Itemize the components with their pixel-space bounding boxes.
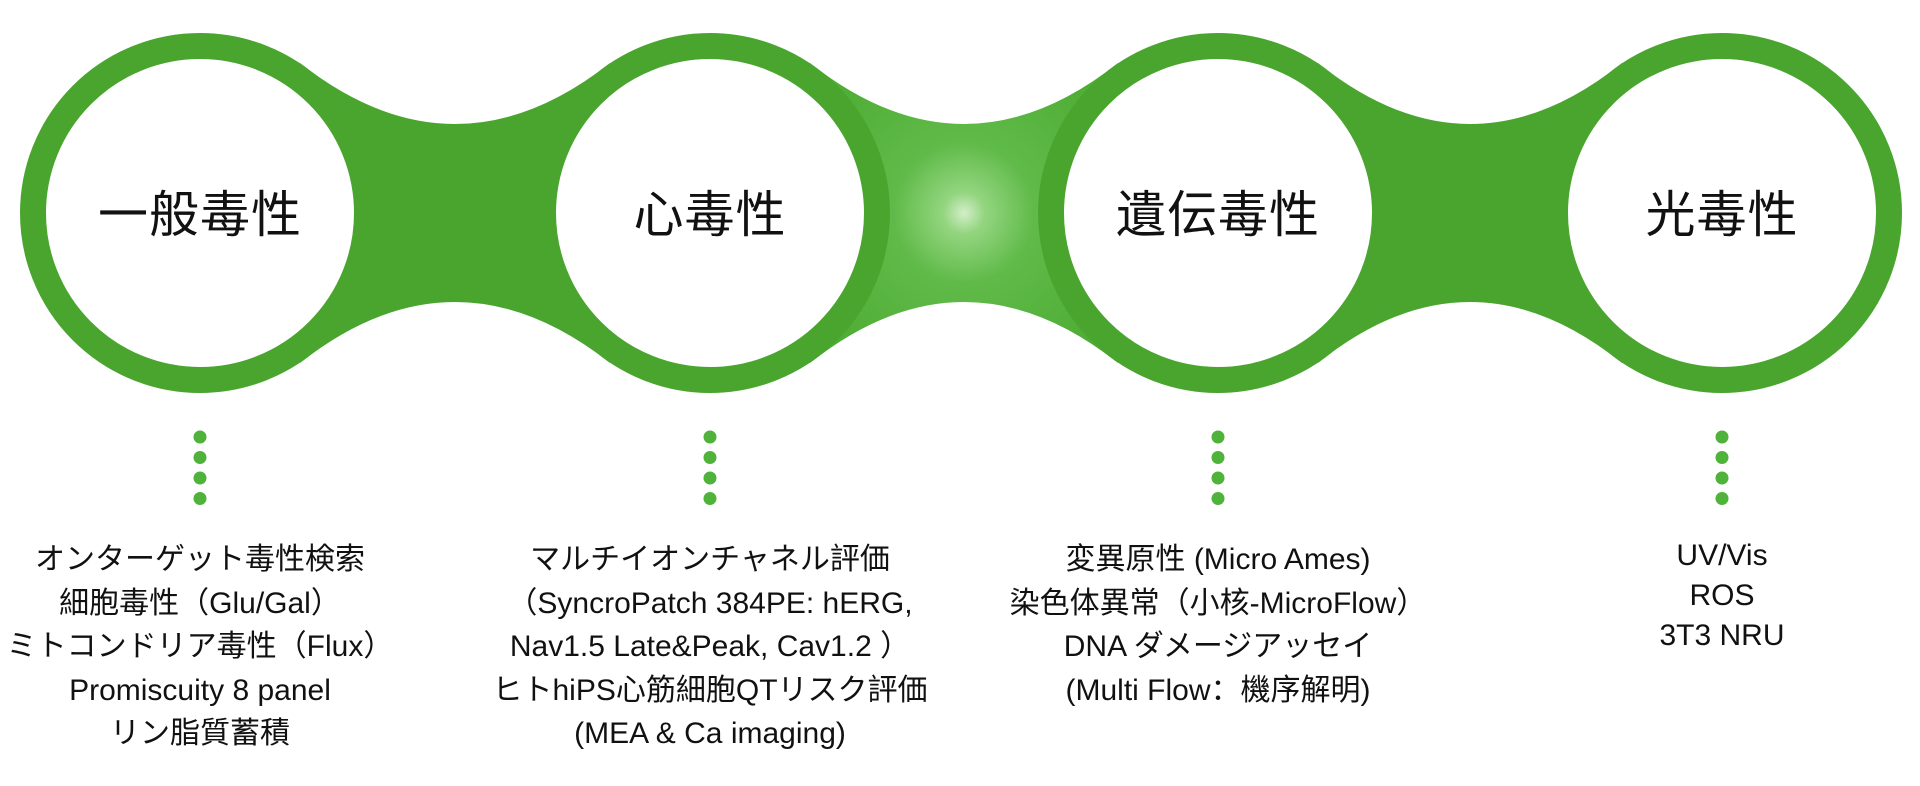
list-item: ミトコンドリア毒性（Flux） — [6, 630, 394, 663]
list-item: DNA ダメージアッセイ — [1063, 630, 1373, 663]
dotted-line-1 — [193, 430, 207, 505]
node-title-general-toxicity: 一般毒性 — [98, 187, 302, 243]
node-title-cardiotoxicity: 心毒性 — [633, 187, 787, 243]
list-item: 細胞毒性（Glu/Gal） — [59, 586, 341, 620]
list-item: (MEA & Ca imaging) — [574, 717, 846, 750]
list-item: Nav1.5 Late&Peak, Cav1.2 ） — [509, 630, 911, 663]
dotted-line-3 — [1211, 430, 1225, 505]
assay-list-phototoxicity: UV/Vis ROS 3T3 NRU — [1462, 536, 1920, 656]
connector-band-3 — [1318, 63, 1622, 363]
list-item: マルチイオンチャネル評価 — [530, 543, 890, 576]
list-item: 変異原性 (Micro Ames) — [1065, 543, 1371, 576]
node-circle-cardiotoxicity — [530, 33, 890, 393]
assay-list-cardiotoxicity: マルチイオンチャネル評価 （SyncroPatch 384PE: hERG, N… — [450, 538, 970, 756]
list-item: オンターゲット毒性検索 — [35, 543, 365, 576]
connector-band-2-glow — [810, 63, 1118, 363]
list-item: (Multi Flow：機序解明) — [1065, 673, 1371, 707]
dotted-line-2 — [703, 430, 717, 505]
list-item: 3T3 NRU — [1659, 619, 1785, 652]
list-item: ヒトhiPS心筋細胞QTリスク評価 — [492, 673, 928, 707]
node-circle-phototoxicity — [1542, 33, 1902, 393]
node-circle-genotoxicity — [1038, 33, 1398, 393]
assay-list-genotoxicity: 変異原性 (Micro Ames) 染色体異常（小核-MicroFlow） DN… — [958, 538, 1478, 712]
connector-band-1 — [300, 63, 610, 363]
node-title-genotoxicity: 遺伝毒性 — [1116, 187, 1320, 243]
assay-list-general-toxicity: オンターゲット毒性検索 細胞毒性（Glu/Gal） ミトコンドリア毒性（Flux… — [0, 538, 460, 756]
list-item: （SyncroPatch 384PE: hERG, — [507, 586, 913, 620]
node-circle-general-toxicity — [20, 33, 380, 393]
list-item: UV/Vis — [1676, 539, 1768, 572]
list-item: ROS — [1689, 579, 1755, 612]
dotted-line-4 — [1715, 430, 1729, 505]
list-item: Promiscuity 8 panel — [69, 673, 331, 707]
list-item: 染色体異常（小核-MicroFlow） — [1009, 586, 1427, 620]
list-item: リン脂質蓄積 — [110, 717, 290, 750]
node-title-phototoxicity: 光毒性 — [1645, 187, 1799, 243]
